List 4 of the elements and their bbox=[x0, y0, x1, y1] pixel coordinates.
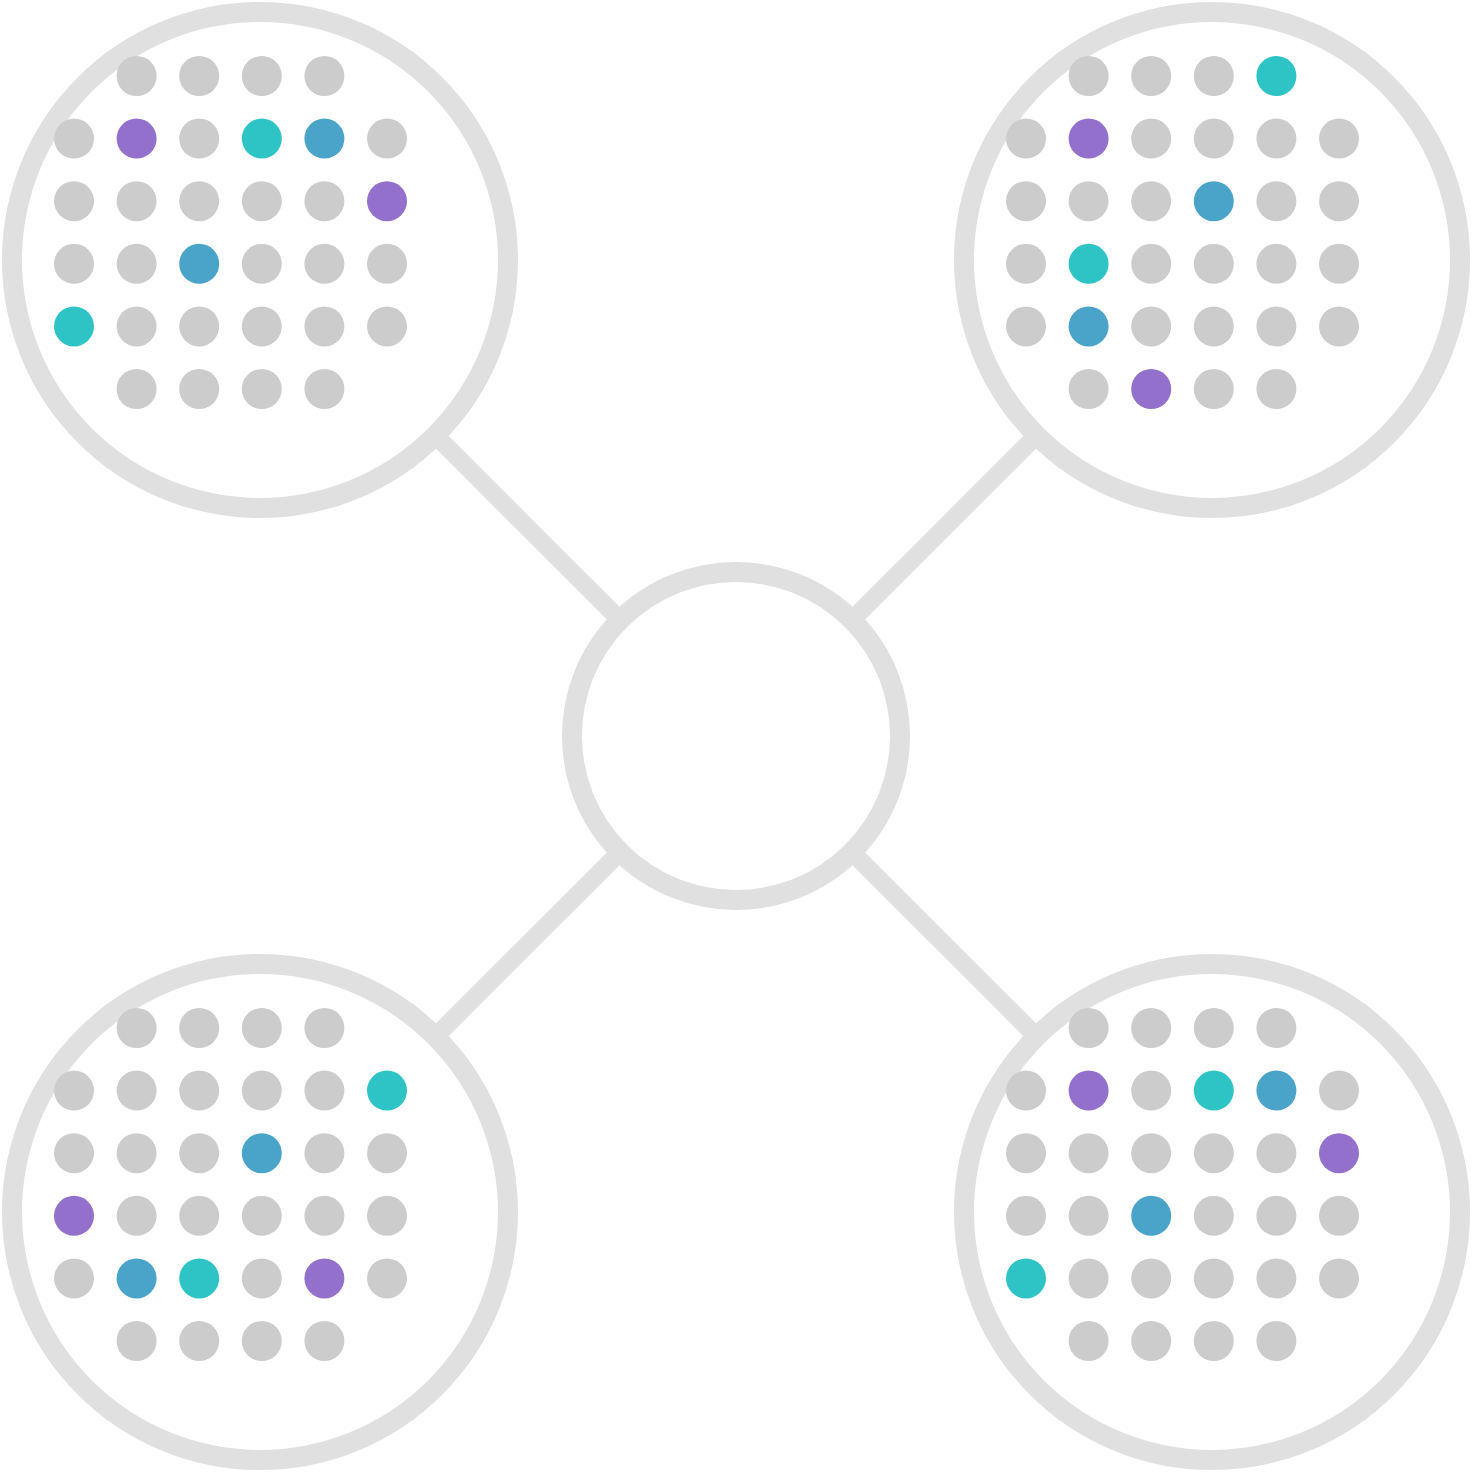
connector-line bbox=[431, 431, 624, 624]
connector-line bbox=[848, 431, 1041, 624]
connector-line bbox=[848, 848, 1041, 1041]
connector-line bbox=[431, 848, 624, 1041]
